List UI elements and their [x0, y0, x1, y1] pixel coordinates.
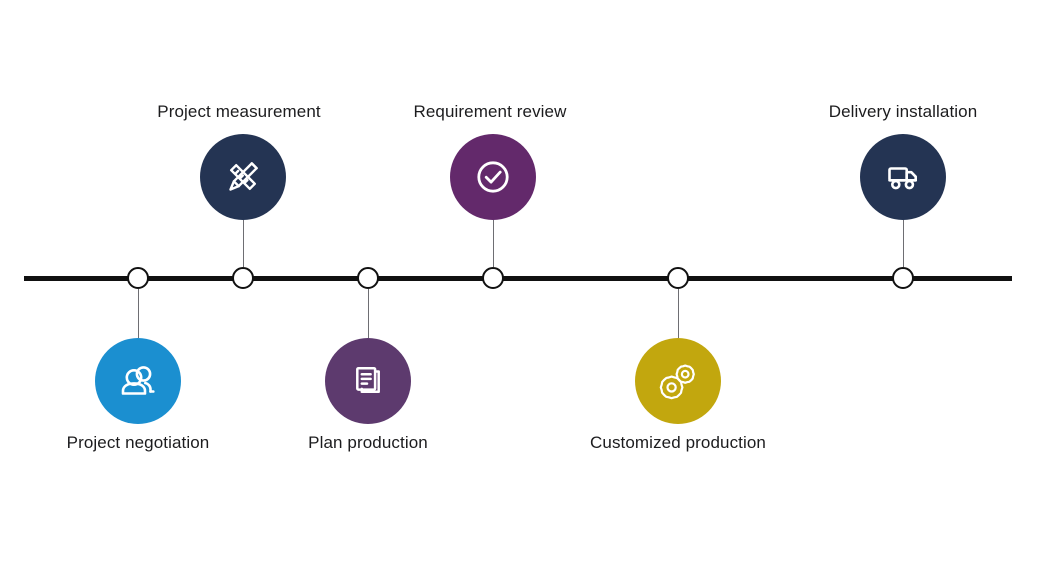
timeline-node-requirement-review[interactable] [482, 267, 504, 289]
delivery-truck-icon [879, 153, 927, 201]
connector-customized-production [678, 289, 679, 338]
step-label-plan-production: Plan production [308, 433, 428, 452]
step-icon-bubble-project-measurement[interactable] [200, 134, 286, 220]
document-pages-icon [345, 358, 391, 404]
step-label-project-measurement: Project measurement [157, 102, 321, 121]
step-icon-bubble-plan-production[interactable] [325, 338, 411, 424]
timeline-node-delivery-installation[interactable] [892, 267, 914, 289]
step-label-project-negotiation: Project negotiation [66, 433, 210, 452]
step-label-delivery-installation: Delivery installation [828, 102, 978, 121]
gears-icon [653, 356, 703, 406]
timeline-node-project-negotiation[interactable] [127, 267, 149, 289]
step-icon-bubble-customized-production[interactable] [635, 338, 721, 424]
connector-project-negotiation [138, 289, 139, 338]
connector-plan-production [368, 289, 369, 338]
timeline-node-customized-production[interactable] [667, 267, 689, 289]
step-icon-bubble-requirement-review[interactable] [450, 134, 536, 220]
timeline-node-plan-production[interactable] [357, 267, 379, 289]
pencil-ruler-icon [218, 152, 268, 202]
step-icon-bubble-project-negotiation[interactable] [95, 338, 181, 424]
users-group-icon [114, 357, 162, 405]
timeline-node-project-measurement[interactable] [232, 267, 254, 289]
connector-requirement-review [493, 220, 494, 267]
check-circle-icon [468, 152, 518, 202]
step-icon-bubble-delivery-installation[interactable] [860, 134, 946, 220]
step-label-requirement-review: Requirement review [413, 102, 567, 121]
connector-project-measurement [243, 220, 244, 267]
connector-delivery-installation [903, 220, 904, 267]
timeline-axis [24, 276, 1012, 281]
step-label-customized-production: Customized production [590, 433, 766, 452]
